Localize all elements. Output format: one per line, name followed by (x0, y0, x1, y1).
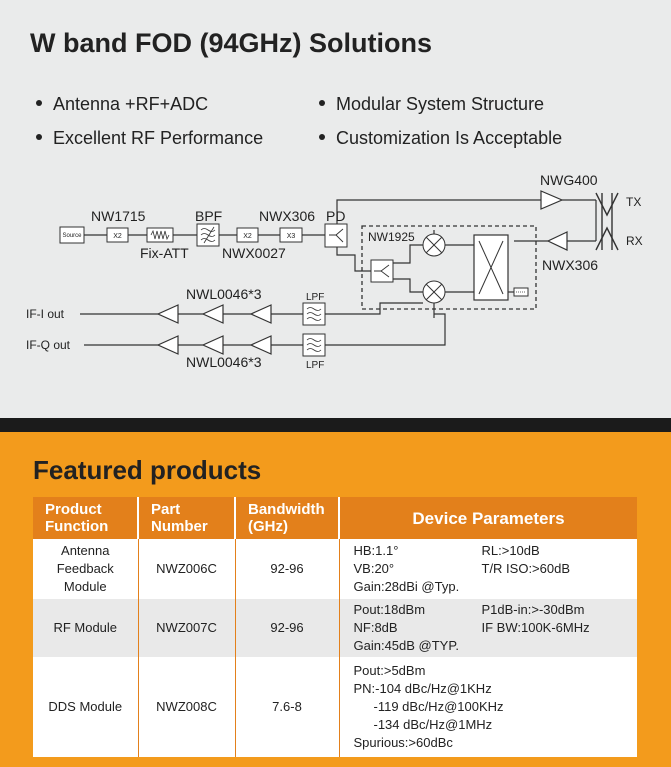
nwx306-top-label: NWX306 (259, 208, 315, 224)
nw1925-module-outline (361, 225, 537, 310)
filter-wave-icon (306, 307, 322, 321)
divider-band (0, 418, 671, 432)
if-amplifier-icon (201, 304, 224, 324)
multiplier-label: X2 (113, 233, 122, 240)
multiplier-label: X2 (243, 233, 252, 240)
antenna-icon (595, 192, 619, 251)
nwx0027-label: NWX0027 (222, 245, 286, 261)
table-row: DDS Module NWZ008C 7.6-8 Pout:>5dBm PN:-… (33, 657, 637, 757)
multiplier-x3-box (279, 227, 303, 243)
nwg400-label: NWG400 (540, 172, 598, 188)
splitter-box (370, 259, 394, 283)
nwl-top-label: NWL0046*3 (186, 286, 262, 302)
tx-amplifier-icon (540, 190, 564, 210)
rx-amplifier-icon (546, 231, 568, 251)
multiplier-x2-box (106, 227, 129, 243)
bullet-item: Customization Is Acceptable (319, 128, 562, 149)
bullet-dot-icon (319, 100, 325, 107)
if-amplifier-icon (249, 304, 272, 324)
bandwidth-cell: 92-96 (235, 539, 340, 599)
device-parameters-cell: HB:1.1°RL:>10dB VB:20°T/R ISO:>60dB Gain… (339, 539, 637, 599)
rx-label: RX (626, 234, 643, 248)
bullet-item: Excellent RF Performance (36, 128, 263, 149)
source-label: Source (62, 233, 82, 239)
bpf-label: BPF (195, 208, 222, 224)
part-number-cell: NWZ008C (138, 657, 236, 757)
product-function-cell: RF Module (33, 599, 139, 657)
source-box (59, 226, 85, 244)
device-parameters-cell: Pout:>5dBm PN:-104 dBc/Hz@1KHz -119 dBc/… (339, 657, 637, 757)
part-number-cell: NWZ007C (138, 599, 236, 657)
if-i-out-label: IF-I out (26, 307, 65, 321)
if-amplifier-icon (201, 335, 224, 355)
if-amplifier-icon (156, 335, 179, 355)
nwx306-rx-label: NWX306 (542, 257, 598, 273)
if-amplifier-icon (156, 304, 179, 324)
part-number-cell: NWZ006C (138, 539, 236, 599)
bullet-item: Modular System Structure (319, 94, 544, 115)
filter-wave-icon (306, 338, 322, 352)
header-bandwidth: Bandwidth(GHz) (235, 497, 340, 539)
bullet-dot-icon (36, 100, 42, 107)
mixer-icon (422, 233, 446, 257)
mixer-icon (422, 280, 446, 304)
multiplier-x2-box (236, 227, 259, 243)
nw1715-label: NW1715 (91, 208, 146, 224)
bandwidth-cell: 92-96 (235, 599, 340, 657)
top-panel (0, 0, 671, 418)
nw1925-label: NW1925 (368, 230, 415, 244)
header-device-parameters: Device Parameters (339, 497, 637, 539)
bullet-dot-icon (36, 134, 42, 141)
if-amplifier-icon (249, 335, 272, 355)
bullet-dot-icon (319, 134, 325, 141)
multiplier-label: X3 (287, 233, 296, 240)
pd-label: PD (326, 208, 345, 224)
filter-wave-icon (200, 226, 216, 244)
lpf-top-label: LPF (306, 292, 324, 303)
if-q-out-label: IF-Q out (26, 338, 71, 352)
fix-att-label: Fix-ATT (140, 245, 189, 261)
featured-products-title: Featured products (33, 455, 262, 485)
resistor-icon (150, 229, 170, 241)
page-title: W band FOD (94GHz) Solutions (30, 28, 432, 58)
bullet-item: Antenna +RF+ADC (36, 94, 208, 115)
lpf-bottom-label: LPF (306, 360, 324, 371)
tx-label: TX (626, 195, 641, 209)
block-diagram: Source X2 X2 X3 (26, 172, 643, 371)
bandwidth-cell: 7.6-8 (235, 657, 340, 757)
nwl-bottom-label: NWL0046*3 (186, 354, 262, 370)
product-function-cell: DDS Module (33, 657, 139, 757)
